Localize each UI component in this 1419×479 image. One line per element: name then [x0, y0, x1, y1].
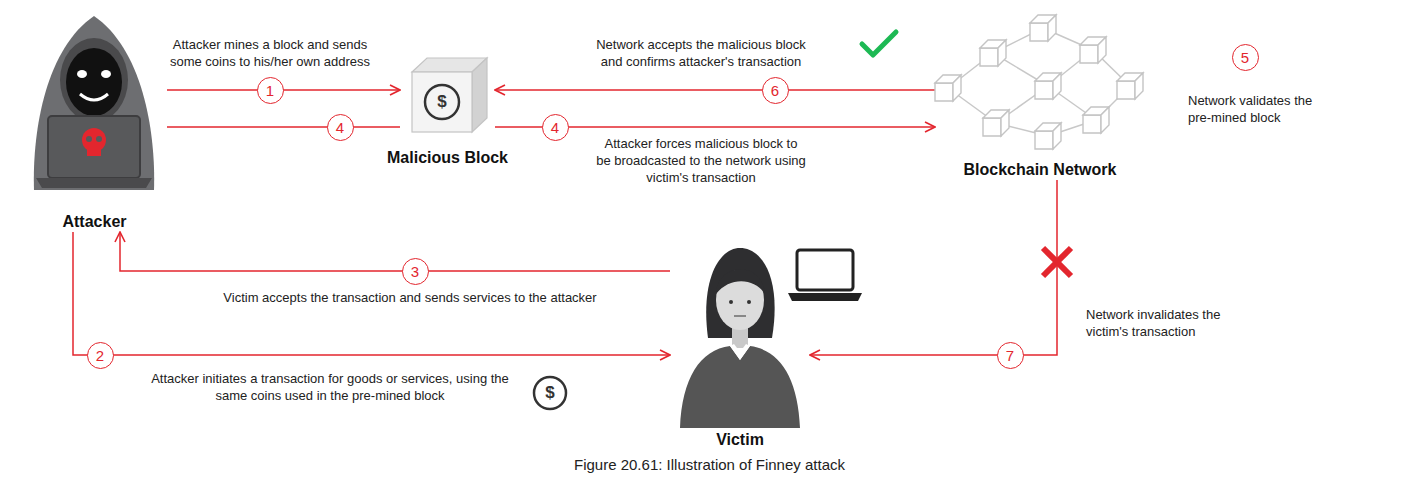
callout-number: 6 — [762, 77, 789, 104]
network-cube — [935, 75, 961, 101]
victim-node: Victim — [670, 238, 810, 450]
attacker-illustration — [34, 16, 154, 190]
attacker-illustration — [48, 116, 140, 178]
arrow-connector — [495, 89, 935, 91]
callout-number: 4 — [327, 114, 354, 141]
node-label: Malicious Block — [387, 148, 508, 168]
edge-label: Attacker mines a block and sends some co… — [157, 36, 383, 70]
edge-label: Network invalidates the victim's transac… — [1086, 306, 1236, 340]
arrow-connector — [120, 232, 670, 271]
edge-label: Attacker forces malicious block to be br… — [596, 135, 806, 186]
network-cube — [1080, 37, 1106, 63]
callout-number: 7 — [997, 342, 1024, 369]
edge-label: Network accepts the malicious block and … — [585, 36, 817, 70]
attacker-illustration — [36, 178, 152, 188]
attacker-illustration — [96, 136, 102, 142]
node-label: Victim — [716, 430, 764, 450]
victim-illustration — [747, 300, 751, 304]
victim-illustration — [729, 300, 733, 304]
victim-illustration — [716, 269, 765, 294]
node-label: Attacker — [62, 212, 126, 232]
victim-illustration — [734, 315, 746, 317]
attacker-illustration — [34, 16, 154, 190]
laptop-icon — [797, 250, 853, 290]
block-node: Malicious Block — [400, 50, 495, 140]
network-cube — [983, 110, 1009, 136]
attacker-illustration — [101, 70, 111, 78]
edge-label: Attacker initiates a transaction for goo… — [140, 370, 520, 404]
attacker-illustration — [77, 70, 87, 78]
victim-illustration — [730, 344, 750, 360]
dollar-symbol: $ — [538, 381, 562, 405]
network-cube — [1035, 123, 1061, 149]
network-cube — [1083, 107, 1109, 133]
laptop-icon — [788, 250, 862, 301]
attacker-illustration — [80, 94, 108, 100]
attacker-illustration — [86, 136, 92, 142]
figure-caption: Figure 20.61: Illustration of Finney att… — [0, 455, 1419, 474]
cross-mark — [1043, 248, 1071, 276]
coin-icon — [534, 377, 566, 409]
arrow-connector — [167, 89, 400, 91]
network-link — [948, 28, 1130, 136]
laptop-icon — [788, 293, 862, 301]
callout-number: 5 — [1232, 44, 1259, 71]
block-illustration — [472, 58, 487, 132]
callout-number: 1 — [257, 77, 284, 104]
network-node: Blockchain Network — [935, 15, 1145, 180]
victim-illustration — [680, 248, 800, 428]
network-cube — [1030, 15, 1056, 41]
victim-illustration — [706, 248, 774, 338]
node-label: Blockchain Network — [964, 160, 1117, 180]
edge-label: Victim accepts the transaction and sends… — [140, 289, 680, 306]
attacker-illustration — [60, 38, 128, 122]
cross-mark — [1043, 248, 1071, 276]
network-cube — [980, 40, 1006, 66]
note-text: Network validates the pre-mined block — [1188, 92, 1316, 126]
victim-illustration — [716, 270, 764, 330]
attacker-node: Attacker — [22, 8, 167, 232]
block-illustration — [425, 85, 459, 119]
attacker-illustration — [87, 147, 101, 156]
callout-number: 4 — [542, 114, 569, 141]
check-mark — [862, 32, 896, 55]
attacker-illustration — [66, 48, 122, 116]
block-illustration — [412, 72, 472, 132]
arrow-connector — [167, 126, 400, 128]
network-cube — [1035, 73, 1061, 99]
cross-mark — [1043, 248, 1071, 276]
network-illustration — [935, 15, 1143, 149]
callout-number: 2 — [87, 342, 114, 369]
network-cube — [1117, 73, 1143, 99]
dollar-symbol: $ — [430, 90, 454, 114]
callout-number: 3 — [402, 258, 429, 285]
block-illustration — [412, 58, 487, 132]
